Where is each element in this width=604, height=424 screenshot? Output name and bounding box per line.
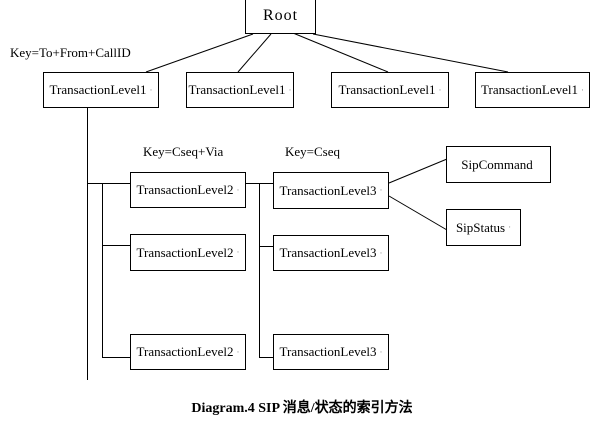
diagram-caption: Diagram.4 SIP 消息/状态的索引方法 <box>191 401 413 416</box>
trailing-mark: · <box>379 247 383 258</box>
trailing-mark: · <box>438 84 442 95</box>
node-sip-command: SipCommand <box>446 146 551 183</box>
edge-root-to-level1-2 <box>237 33 272 73</box>
node-label: TransactionLevel1 <box>481 82 578 97</box>
node-transaction-level1-1: TransactionLevel1· <box>43 72 159 108</box>
node-label: TransactionLevel1 <box>338 82 436 97</box>
edge-level3-to-sipcommand <box>388 158 448 184</box>
trailing-mark: · <box>581 84 584 95</box>
trailing-mark: · <box>508 222 512 232</box>
node-transaction-level3-3: TransactionLevel3· <box>273 334 389 370</box>
trailing-mark: · <box>379 185 383 195</box>
trailing-mark: · <box>236 184 240 195</box>
trailing-mark: · <box>149 84 153 95</box>
node-transaction-level2-1: TransactionLevel2· <box>130 172 246 208</box>
trailing-mark: · <box>288 84 292 95</box>
node-label: TransactionLevel1 <box>188 82 286 97</box>
trailing-mark: · <box>379 346 383 357</box>
trailing-mark: · <box>236 247 240 257</box>
node-transaction-level2-3: TransactionLevel2· <box>130 334 246 370</box>
node-label: TransactionLevel3 <box>279 344 377 359</box>
key-label-level1: Key=To+From+CallID <box>10 45 131 60</box>
key-label-level2: Key=Cseq+Via <box>143 144 224 159</box>
edge-root-to-level1-4 <box>312 33 509 73</box>
node-transaction-level1-4: TransactionLevel1· <box>475 72 590 108</box>
node-transaction-level2-2: TransactionLevel2· <box>130 234 246 271</box>
node-label: Root <box>262 7 299 24</box>
node-label: TransactionLevel2 <box>136 182 234 197</box>
node-transaction-level3-1: TransactionLevel3· <box>273 172 389 209</box>
node-label: SipStatus <box>455 219 506 235</box>
node-label: TransactionLevel2 <box>136 244 234 260</box>
edge-root-to-level1-3 <box>292 32 389 73</box>
trailing-mark: · <box>236 346 240 357</box>
edge-level3-to-sipstatus <box>388 195 448 231</box>
node-transaction-level1-3: TransactionLevel1· <box>331 72 449 108</box>
key-label-level3: Key=Cseq <box>285 144 340 159</box>
node-label: SipCommand <box>461 156 533 172</box>
node-transaction-level3-2: TransactionLevel3· <box>273 235 389 271</box>
node-label: TransactionLevel3 <box>279 245 377 260</box>
node-label: TransactionLevel2 <box>136 344 234 359</box>
node-transaction-level1-2: TransactionLevel1· <box>186 72 294 108</box>
node-label: TransactionLevel1 <box>49 82 147 97</box>
node-sip-status: SipStatus· <box>446 209 521 246</box>
edge-root-to-level1-1 <box>145 33 254 73</box>
node-root: Root <box>245 0 316 34</box>
node-label: TransactionLevel3 <box>279 182 377 198</box>
